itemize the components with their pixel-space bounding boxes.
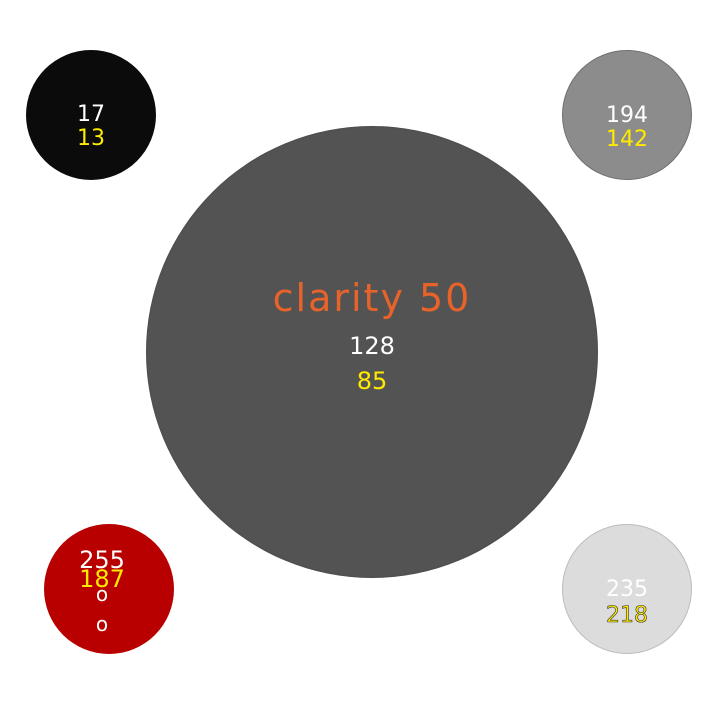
bottom-left-primary-value: 255 xyxy=(79,546,125,574)
top-right-secondary-value: 142 xyxy=(606,127,648,152)
center-primary-value: 128 xyxy=(349,332,395,360)
bottom-left-mark-top: o xyxy=(95,582,109,606)
center-title: clarity 50 xyxy=(272,276,472,320)
bottom-left-mark-bottom: o xyxy=(95,612,109,636)
center-secondary-value: 85 xyxy=(356,367,388,395)
top-left-primary-value: 17 xyxy=(77,102,105,127)
top-right-primary-value: 194 xyxy=(606,103,648,128)
top-right-circle: 194 142 xyxy=(562,50,692,180)
top-left-circle: 17 13 xyxy=(26,50,156,180)
top-left-secondary-value: 13 xyxy=(77,126,105,151)
bottom-right-secondary-value: 218 xyxy=(606,603,649,628)
center-circle: clarity 50 128 85 xyxy=(146,126,598,578)
bottom-left-circle: 255 187 o o xyxy=(44,524,174,654)
bottom-left-secondary-value: 187 xyxy=(79,565,125,593)
bottom-right-primary-value: 235 xyxy=(606,577,648,602)
bottom-right-circle: 235 218 xyxy=(562,524,692,654)
